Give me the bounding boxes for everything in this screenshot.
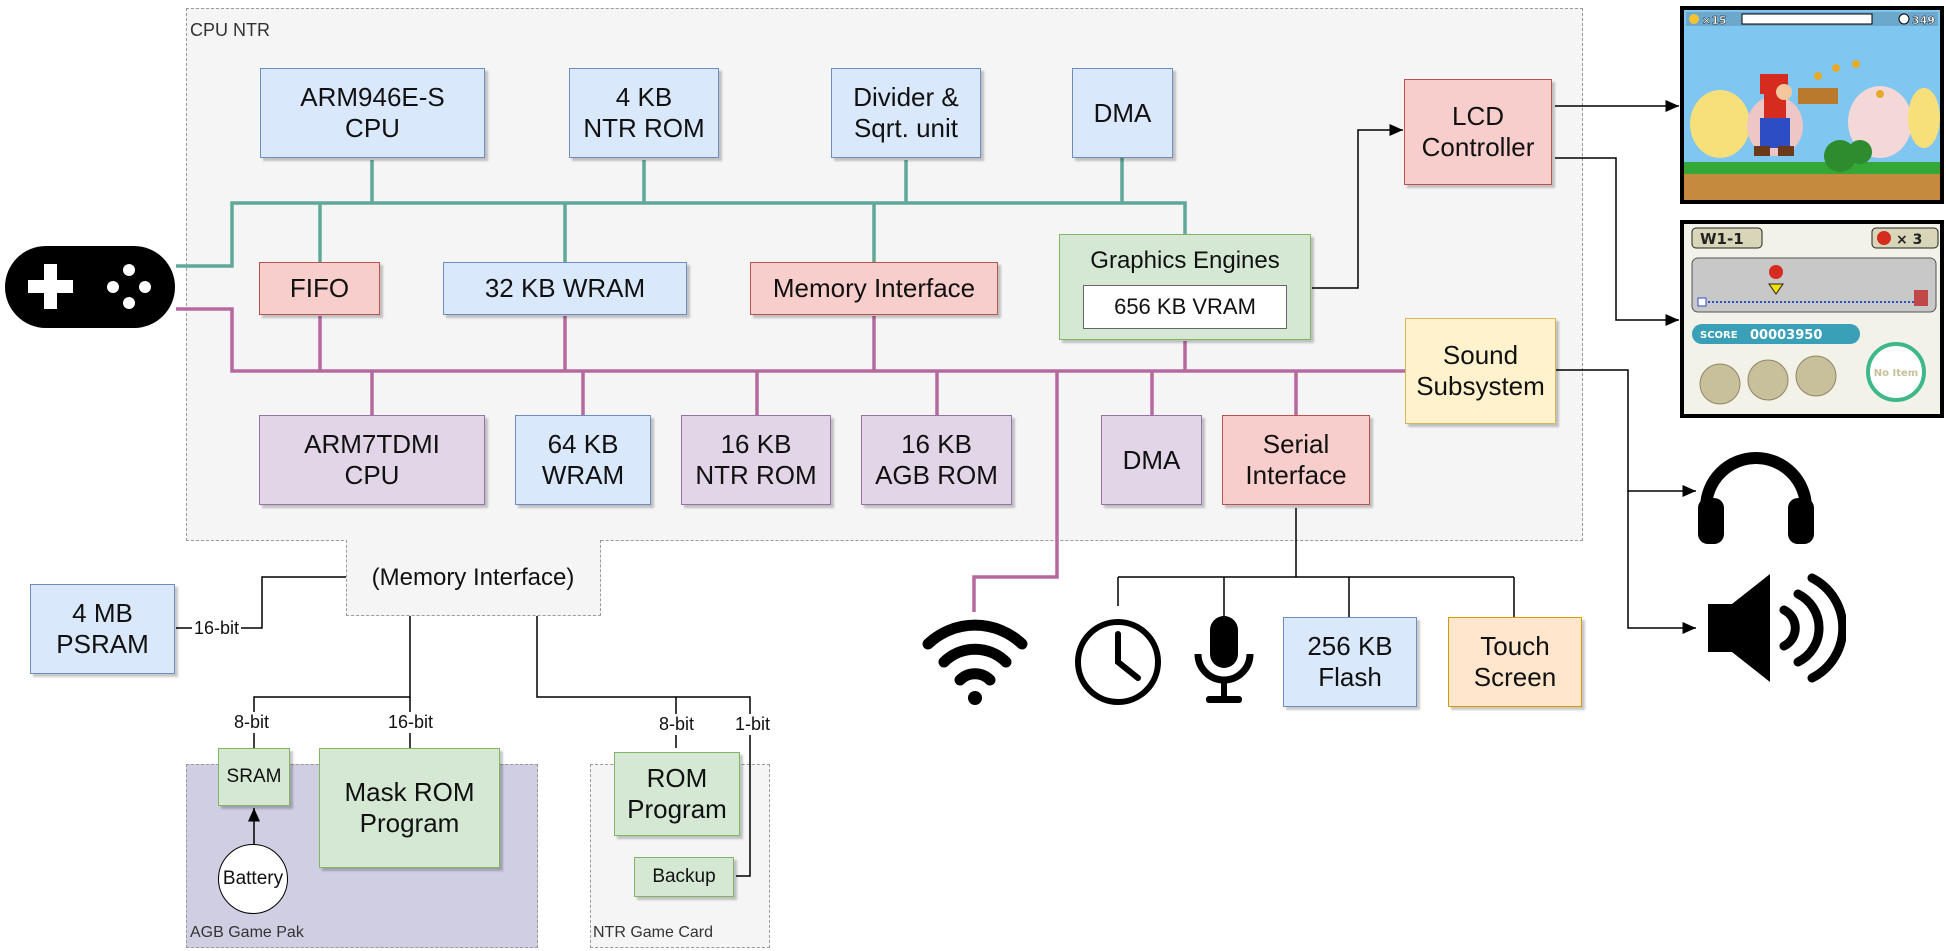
arm7tdmi-cpu-box: ARM7TDMI CPU: [259, 415, 485, 505]
peripheral-links: [176, 100, 1696, 877]
flash-256kb-box: 256 KB Flash: [1283, 617, 1417, 707]
agb-rom-16kb-box: 16 KB AGB ROM: [861, 415, 1012, 505]
arm7-dma-box: DMA: [1101, 415, 1202, 505]
psram-bus-label: 16-bit: [192, 618, 242, 639]
gamepad-icon: [5, 246, 175, 328]
speaker-icon: [1708, 573, 1846, 683]
memory-interface-box: Memory Interface: [750, 262, 998, 315]
wram-32kb-box: 32 KB WRAM: [443, 262, 687, 315]
top-hud-time: 349: [1912, 14, 1935, 27]
wram-64kb-box: 64 KB WRAM: [515, 415, 651, 505]
memory-interface-ext-label: (Memory Interface): [371, 563, 575, 591]
backup-bus-label: 1-bit: [733, 714, 773, 735]
lcd-controller-box: LCD Controller: [1404, 79, 1552, 185]
psram-box: 4 MB PSRAM: [30, 584, 175, 674]
vram-box: 656 KB VRAM: [1083, 285, 1287, 329]
sram-bus-label: 8-bit: [232, 712, 272, 733]
arm9-dma-box: DMA: [1072, 68, 1173, 158]
bottom-screen-image: W1-1 × 3 SCORE 00003950 No Item: [1680, 220, 1944, 418]
sound-subsystem-box: Sound Subsystem: [1405, 318, 1556, 424]
agb-game-pak-label: AGB Game Pak: [190, 924, 304, 941]
ntr-rom-4kb-box: 4 KB NTR ROM: [569, 68, 719, 158]
clock-icon: [1075, 619, 1161, 705]
arm946-cpu-box: ARM946E-S CPU: [260, 68, 485, 158]
serial-interface-box: Serial Interface: [1222, 415, 1370, 505]
bottom-hud-score-label: SCORE: [1700, 330, 1738, 341]
arm7-bus: [176, 307, 1406, 612]
rom-program-box: ROM Program: [614, 752, 740, 836]
mask-rom-bus-label: 16-bit: [386, 712, 436, 733]
ntr-game-card-label: NTR Game Card: [593, 924, 714, 941]
backup-box: Backup: [634, 857, 734, 897]
headphones-icon: [1698, 452, 1814, 544]
cpu-ntr-label: CPU NTR: [190, 20, 270, 40]
bottom-hud-item: No Item: [1874, 368, 1918, 379]
arm9-bus: [176, 155, 1187, 268]
memory-interface-ext-region: [346, 540, 601, 616]
top-hud-coins: ×15: [1702, 14, 1727, 27]
microphone-icon: [1194, 616, 1254, 703]
ntr-rom-16kb-box: 16 KB NTR ROM: [681, 415, 831, 505]
bottom-hud-world: W1-1: [1700, 230, 1744, 248]
sram-box: SRAM: [218, 748, 290, 806]
bottom-hud-score: 00003950: [1750, 328, 1822, 343]
touch-screen-box: Touch Screen: [1448, 617, 1582, 707]
wifi-icon: [922, 619, 1028, 705]
mask-rom-program-box: Mask ROM Program: [319, 748, 500, 868]
graphics-engines-label: Graphics Engines: [1090, 247, 1280, 274]
top-screen-image: ×15 349: [1680, 6, 1944, 204]
rom-program-bus-label: 8-bit: [657, 714, 697, 735]
fifo-box: FIFO: [259, 262, 380, 315]
bottom-hud-lives: × 3: [1896, 232, 1922, 248]
divider-sqrt-box: Divider & Sqrt. unit: [831, 68, 981, 158]
battery-circle: Battery: [218, 844, 288, 914]
